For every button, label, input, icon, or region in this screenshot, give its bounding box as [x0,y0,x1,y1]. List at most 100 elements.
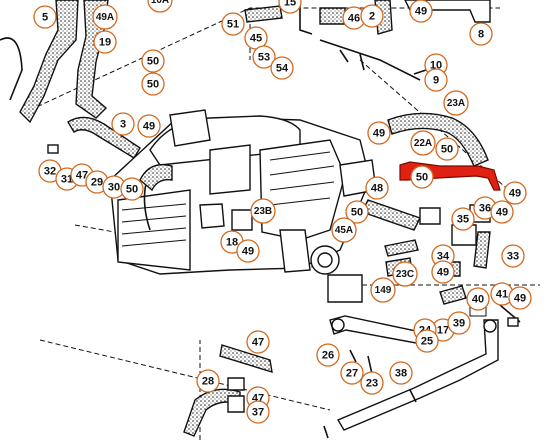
callout-label: 23B [254,206,272,217]
callout-label: 28 [202,376,214,388]
callout-label: 53 [258,52,270,64]
callout-label: 47 [76,170,88,182]
callout-label: 47 [252,337,264,349]
callout-label: 50 [126,184,138,196]
hose-lower-left [183,344,273,437]
callout-label: 48 [371,183,383,195]
callout-ring [120,177,144,201]
callout-33: 33 [501,244,525,268]
callout-ring [508,286,532,310]
callout-27: 27 [340,361,364,385]
callout-label: 19 [99,37,111,49]
callout-ring [365,176,389,200]
callout-label: 33 [507,251,519,263]
callout-35: 35 [451,207,475,231]
callout-label: 54 [276,63,289,75]
callout-49: 49 [508,286,532,310]
callout-38: 38 [389,361,413,385]
callout-ring [409,0,433,23]
callout-label: 50 [441,144,453,156]
callout-label: 49 [514,293,526,305]
callout-label: 29 [91,177,103,189]
callout-5: 5 [33,5,57,29]
callout-ring [501,244,525,268]
callout-ring [451,207,475,231]
callout-label: 2 [369,11,375,23]
callout-2: 2 [360,4,384,28]
callout-ring [246,400,270,424]
callout-ring [111,112,135,136]
callout-label: 149 [375,285,392,296]
callout-ring [316,343,340,367]
callout-ring [93,30,117,54]
callout-ring [345,200,369,224]
callout-ring [431,260,455,284]
callout-15: 15 [278,0,302,14]
engine-block [109,109,377,275]
callout-30: 30 [102,175,126,199]
callout-label: 23C [396,269,414,280]
callout-50: 50 [435,137,459,161]
callout-50: 50 [141,49,165,73]
callout-ring [466,287,490,311]
callout-ring [360,4,384,28]
callout-label: 50 [147,56,159,68]
callout-ring [389,361,413,385]
callout-label: 51 [227,19,239,31]
callout-ring [340,361,364,385]
callout-149: 149 [370,277,396,303]
callout-label: 49 [373,128,385,140]
callout-label: 9 [433,75,439,87]
callout-ring [360,371,384,395]
callout-label: 49 [242,246,254,258]
callout-50: 50 [410,165,434,189]
callout-ring [367,121,391,145]
callout-ring [469,22,493,46]
callout-32: 32 [38,159,62,183]
callout-ring [196,369,220,393]
callout-23b: 23B [250,198,276,224]
callout-ring [92,4,118,30]
callout-50: 50 [345,200,369,224]
callout-45a: 45A [331,217,357,243]
callout-label: 26 [322,350,334,362]
callout-22a: 22A [410,130,436,156]
hose-23a [387,112,489,167]
callout-28: 28 [196,369,220,393]
callout-label: 18 [226,237,238,249]
callout-label: 50 [351,207,363,219]
callout-label: 50 [416,172,428,184]
callout-47: 47 [246,330,270,354]
callout-label: 41 [496,289,508,301]
callout-41: 41 [490,282,514,306]
callout-45: 45 [244,26,268,50]
callout-49: 49 [490,200,514,224]
callout-label: 46 [348,13,360,25]
callout-ring [503,181,527,205]
callout-label: 45A [335,225,353,236]
callout-label: 45 [250,33,262,45]
callout-49: 49 [409,0,433,23]
callout-label: 10 [430,60,442,72]
callout-ring [252,45,276,69]
callout-ring [246,330,270,354]
callout-ring [410,165,434,189]
callout-label: 10A [151,0,169,6]
callout-ring [447,311,471,335]
callout-label: 30 [108,182,120,194]
callout-ring [221,12,245,36]
callout-9: 9 [424,68,448,92]
callout-19: 19 [93,30,117,54]
callout-ring [33,5,57,29]
callout-46: 46 [342,6,366,30]
callout-label: 31 [61,174,73,186]
callout-label: 3 [120,119,126,131]
callout-49: 49 [236,239,260,263]
callout-ring [250,198,276,224]
callout-ring [141,72,165,96]
callout-49: 49 [503,181,527,205]
callout-label: 23 [366,378,378,390]
